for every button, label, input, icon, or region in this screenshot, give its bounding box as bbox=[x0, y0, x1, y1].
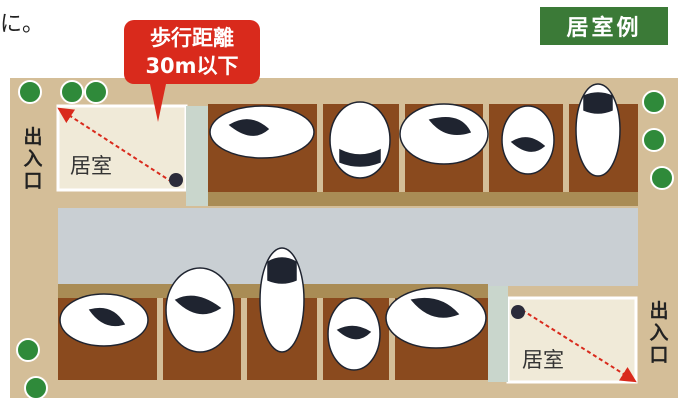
cow-3 bbox=[399, 103, 489, 165]
upper-feed-rail bbox=[208, 192, 638, 206]
entrance-left-char-1: 出 bbox=[23, 126, 43, 148]
walking-distance-arrow-top bbox=[57, 107, 173, 183]
central-aisle bbox=[58, 208, 638, 286]
room-bottom-right-annex bbox=[488, 286, 508, 382]
callout-line-2: 30m以下 bbox=[145, 54, 239, 78]
example-label-badge: 居室例 bbox=[540, 7, 668, 45]
walking-distance-arrow-bottom bbox=[521, 309, 637, 383]
callout-pointer bbox=[150, 84, 166, 122]
entrance-label-right: 出 入 口 bbox=[648, 300, 670, 366]
person-marker-top bbox=[169, 173, 183, 187]
callout-line-1: 歩行距離 bbox=[150, 26, 234, 50]
person-marker-bottom bbox=[511, 305, 525, 319]
upper-stall-dividers bbox=[317, 104, 569, 194]
entrance-right-char-2: 入 bbox=[649, 322, 669, 344]
entrance-label-left: 出 入 口 bbox=[22, 126, 44, 192]
tree-decorations bbox=[16, 80, 674, 400]
entrance-left-char-2: 入 bbox=[23, 148, 43, 170]
room-label-bottom-right: 居室 bbox=[522, 348, 564, 372]
entrance-right-char-3: 口 bbox=[649, 344, 669, 366]
room-bottom-right bbox=[506, 296, 638, 384]
cow-figures bbox=[59, 83, 621, 371]
room-label-top-left: 居室 bbox=[70, 154, 112, 178]
room-top-left-annex bbox=[186, 106, 208, 206]
entrance-right-char-1: 出 bbox=[649, 300, 669, 322]
room-top-left bbox=[56, 104, 188, 192]
entrance-left-char-3: 口 bbox=[23, 170, 43, 192]
walking-distance-callout: 歩行距離 30m以下 bbox=[124, 20, 260, 84]
header-fragment-text: に。 bbox=[0, 12, 45, 37]
cow-10 bbox=[385, 287, 487, 349]
